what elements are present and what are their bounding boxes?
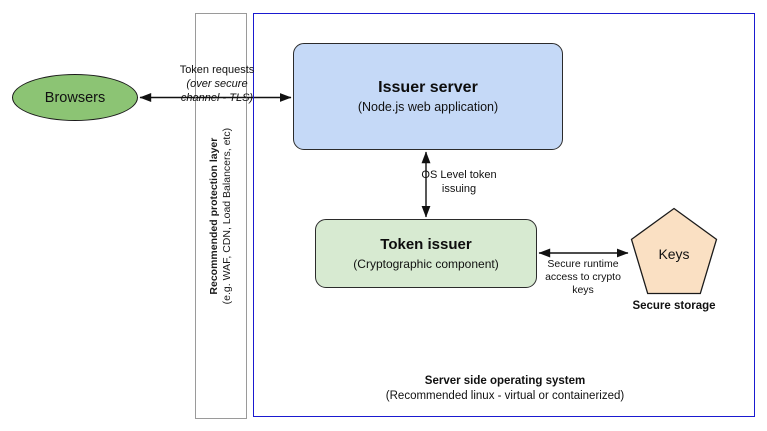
secure-runtime-line1: Secure runtime [547, 258, 619, 270]
node-token-issuer-subtitle: (Cryptographic component) [353, 256, 499, 271]
os-issuing-line1: OS Level token [421, 169, 497, 181]
operating-system-caption: Server side operating system (Recommende… [275, 374, 735, 404]
connector-label-os-level-token-issuing: OS Level token issuing [404, 169, 514, 197]
node-keys-shape [630, 207, 718, 295]
secure-runtime-line3: keys [572, 284, 594, 297]
token-requests-line1: Token requests [179, 64, 255, 76]
os-issuing-line2: issuing [441, 182, 477, 195]
operating-system-boundary [253, 13, 755, 417]
node-issuer-server-subtitle: (Node.js web application) [357, 99, 499, 114]
protection-layer-title: Recommended protection layer [207, 137, 220, 295]
node-keys-label: Keys [658, 246, 690, 262]
node-token-issuer: Token issuer (Cryptographic component) [315, 219, 537, 288]
node-issuer-server-title: Issuer server [378, 79, 478, 97]
operating-system-title: Server side operating system [424, 375, 586, 387]
node-browsers-label: Browsers [44, 89, 106, 106]
operating-system-subtitle: (Recommended linux - virtual or containe… [385, 389, 625, 402]
node-browsers: Browsers [12, 74, 138, 121]
protection-layer-subtitle: (e.g. WAF, CDN, Load Balancers, etc) [221, 127, 233, 305]
node-keys-label-wrap: Keys [630, 207, 718, 295]
token-requests-line2: (over secure [186, 77, 248, 90]
connector-label-secure-runtime-access: Secure runtime access to crypto keys [535, 258, 631, 297]
protection-layer-boundary [195, 13, 247, 419]
secure-storage-caption: Secure storage [632, 300, 716, 312]
token-requests-line3: channel - TLS) [180, 91, 254, 104]
node-token-issuer-title: Token issuer [380, 236, 472, 254]
secure-runtime-line2: access to crypto [545, 271, 621, 284]
connector-label-token-requests: Token requests (over secure channel - TL… [152, 64, 282, 105]
node-issuer-server: Issuer server (Node.js web application) [293, 43, 563, 150]
